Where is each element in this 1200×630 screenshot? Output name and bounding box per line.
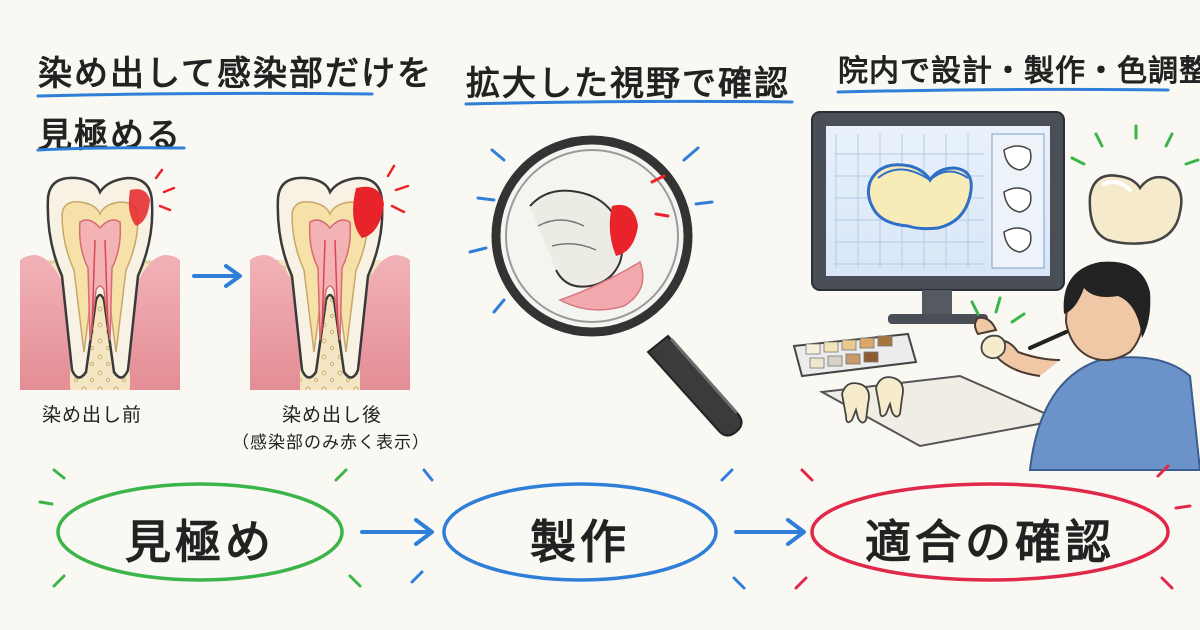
flow-stage-fabrication-label: 製作 [530, 515, 630, 569]
flow-stage-assess-label: 見極め [125, 515, 275, 569]
flow-arrow-icon [360, 518, 434, 546]
magnifier-icon [468, 135, 743, 437]
flow-arrow-icon [734, 518, 806, 546]
after-staining-label: 染め出し後 [282, 404, 383, 426]
after-staining-note: （感染部のみ赤く表示） [232, 433, 430, 453]
shade-palette-icon [792, 332, 918, 378]
step2-title-underline [464, 99, 794, 106]
small-teeth-icon [841, 376, 904, 424]
oval-sparkles-blue [410, 468, 746, 590]
tooth-before-icon [20, 168, 180, 390]
monitor-icon [811, 111, 1065, 324]
step2-title: 拡大した視野で確認 [466, 64, 790, 104]
step3-title-underline [836, 87, 1170, 94]
technician-icon [970, 261, 1200, 471]
step3-title: 院内で設計・製作・色調整 [838, 54, 1200, 89]
step1-line2-underline [36, 146, 186, 152]
step1-title-line1: 染め出して感染部だけを [38, 54, 433, 94]
crown-icon [1070, 124, 1200, 245]
flow-oval-assess [56, 482, 344, 582]
oval-sparkles-green [38, 468, 362, 588]
flow-stage-fit-check-label: 適合の確認 [865, 515, 1115, 569]
step1-line1-underline [36, 91, 374, 98]
flow-oval-fabrication [442, 482, 718, 582]
flow-oval-fit-check [810, 482, 1170, 582]
oval-sparkles-red [794, 464, 1192, 590]
before-staining-label: 染め出し前 [42, 404, 143, 426]
tooth-after-icon [250, 164, 410, 390]
